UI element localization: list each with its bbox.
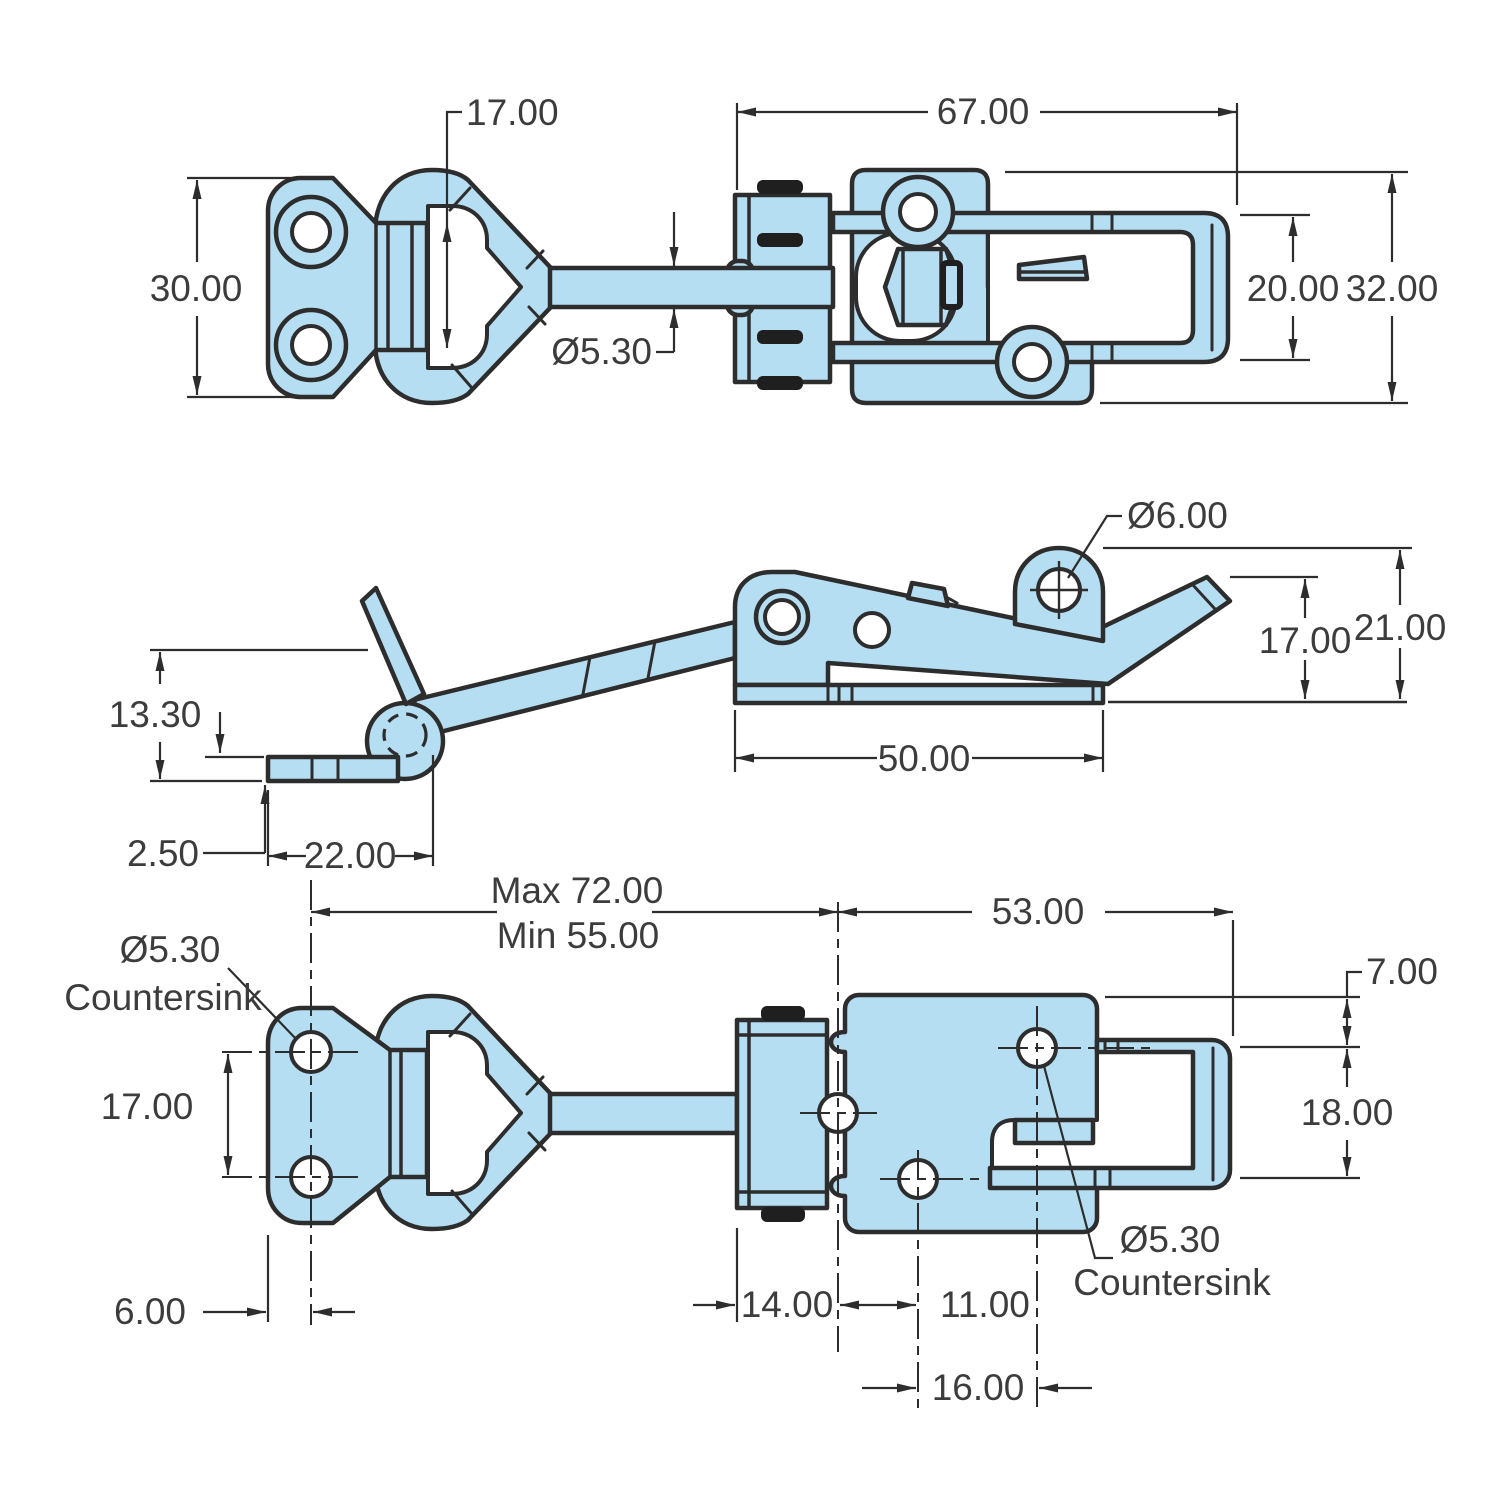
pivot-boss: [753, 588, 811, 646]
side-view-dimensions: Ø6.00 13.30 2.50 22.00 50.00: [109, 495, 1447, 876]
keeper-strip: [265, 754, 401, 784]
draw-rod-side: [411, 619, 738, 740]
dim-keeper-height: 13.30: [109, 694, 202, 735]
latch-lever: [732, 569, 1233, 688]
rivet-hole: [898, 192, 938, 232]
dim-hole-offset-a: 11.00: [940, 1284, 1030, 1325]
pawl-bump: [905, 580, 951, 609]
dim-min-reach: Min 55.00: [497, 915, 660, 956]
dim-body-hole-diameter: Ø5.30: [1120, 1219, 1221, 1260]
pivot-hole: [763, 598, 801, 636]
dim-body-length: 67.00: [937, 91, 1030, 132]
frame-seams-bottom: [1093, 1038, 1215, 1190]
keeper-bracket-lines: [374, 221, 414, 352]
keeper-strip-seams: [310, 755, 340, 783]
catch-tab-bottom: [1012, 1117, 1096, 1146]
dim-keeper-hole-note: Countersink: [64, 977, 262, 1018]
dim-eye-diameter: Ø6.00: [1127, 495, 1228, 536]
rivet-hole: [1012, 342, 1052, 382]
base-plate-seams: [826, 683, 1095, 705]
dim-max-reach: Max 72.00: [491, 870, 664, 911]
lever-hole: [853, 611, 891, 649]
keeper-bracket-lines-bottom: [388, 1048, 403, 1179]
dim-keeper-hole-pitch: 17.00: [101, 1086, 194, 1127]
handle-tip-seam: [1190, 582, 1217, 611]
dim-hole-offset-b: 16.00: [932, 1367, 1025, 1408]
side-view: Ø6.00 13.30 2.50 22.00 50.00: [109, 495, 1447, 876]
top-view-dimensions: 17.00 30.00 Ø5.30 67.00 20.00: [150, 91, 1439, 405]
adjuster-screw-tip: [940, 260, 963, 310]
dim-base-length: 50.00: [878, 738, 971, 779]
keeper-hole-countersink-ring: [273, 194, 349, 270]
dim-body-hole-span: 53.00: [992, 891, 1085, 932]
dim-frame-top-offset: 7.00: [1366, 951, 1438, 992]
latch-frame: [830, 210, 1231, 365]
bottom-view-dimensions: Ø5.30 Countersink Max 72.00 Min 55.00 53…: [64, 870, 1438, 1408]
pawl-step: [946, 596, 959, 605]
dim-pivot-offset: 14.00: [741, 1284, 834, 1325]
dim-keeper-edge-offset: 6.00: [114, 1291, 186, 1332]
frame-opening: [986, 230, 1195, 345]
dim-body-width: 32.00: [1346, 268, 1439, 309]
spring-clips: [757, 180, 803, 390]
keeper-hole: [290, 324, 332, 366]
d-ring-opening-bottom: [426, 1030, 523, 1196]
bottom-view: Ø5.30 Countersink Max 72.00 Min 55.00 53…: [64, 870, 1438, 1412]
dim-frame-opening: 20.00: [1247, 268, 1340, 309]
d-ring-seam-lines: [448, 186, 547, 390]
dim-wire-diameter: Ø5.30: [551, 331, 652, 372]
draw-rod: [547, 265, 836, 310]
dim-handle-tip-height: 17.00: [1259, 620, 1352, 661]
top-view: 17.00 30.00 Ø5.30 67.00 20.00: [150, 91, 1439, 406]
dim-keeper-length: 22.00: [304, 835, 397, 876]
keeper-hole-countersink-ring: [273, 307, 349, 383]
dim-keeper-hole-diameter: Ø5.30: [120, 929, 221, 970]
center-lines: [222, 880, 1150, 1412]
keeper-hole: [290, 211, 332, 253]
dim-body-hole-note: Countersink: [1073, 1262, 1271, 1303]
dim-keeper-thickness: 2.50: [127, 833, 199, 874]
rod-seam-lines: [581, 639, 657, 696]
hidden-wire-section: [382, 712, 428, 758]
dim-plate-width: 30.00: [150, 268, 243, 309]
dim-loop-slot: 17.00: [466, 92, 559, 133]
d-ring-seam-lines-bottom: [448, 1012, 547, 1216]
latch-frame-bottom: [987, 1037, 1233, 1191]
draw-rod-bottom: [547, 1091, 740, 1136]
keeper-hook-tab: [359, 585, 427, 707]
dim-frame-width: 18.00: [1301, 1092, 1394, 1133]
frame-seam-lines: [1090, 211, 1214, 364]
dim-overall-height: 21.00: [1354, 607, 1447, 648]
base-plate-side: [732, 682, 1106, 706]
pivot-block-details: [735, 1006, 829, 1222]
